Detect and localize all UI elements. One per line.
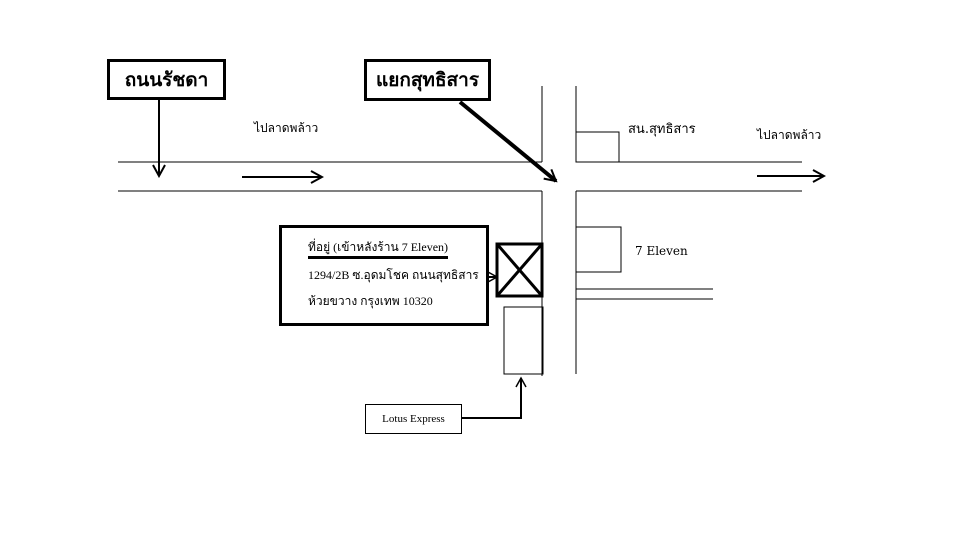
- crossed-box-icon: [495, 242, 544, 298]
- main-road: [118, 161, 802, 192]
- police-station-building: [575, 131, 620, 163]
- ratchada-road-label: ถนนรัชดา: [107, 59, 226, 100]
- lotus-express-text: Lotus Express: [382, 413, 445, 425]
- address-line-1: 1294/2B ซ.อุดมโชค ถนนสุทธิสาร: [308, 268, 479, 282]
- sutthisan-junction-label: แยกสุทธิสาร: [364, 59, 491, 101]
- lotus-express-building: [503, 306, 544, 375]
- seven-eleven-building: [575, 226, 622, 273]
- to-ladprao-left-label: ไปลาดพล้าว: [254, 121, 319, 135]
- arrow-icon: [458, 100, 556, 183]
- police-station-label: สน.สุทธิสาร: [628, 122, 696, 137]
- cross-road-north: [541, 86, 577, 162]
- address-line-2: ห้วยขวาง กรุงเทพ 10320: [308, 294, 433, 308]
- ratchada-road-text: ถนนรัชดา: [124, 69, 209, 91]
- arrow-icon: [462, 376, 527, 419]
- address-title-underline: [308, 256, 448, 259]
- to-ladprao-right-label: ไปลาดพล้าว: [757, 128, 822, 142]
- soi-road: [576, 288, 713, 300]
- lotus-express-label: Lotus Express: [365, 404, 462, 434]
- address-box: ที่อยู่ (เข้าหลังร้าน 7 Eleven) 1294/2B …: [279, 225, 489, 326]
- cross-road-south: [541, 191, 577, 376]
- address-title: ที่อยู่ (เข้าหลังร้าน 7 Eleven): [308, 240, 449, 254]
- sutthisan-junction-text: แยกสุทธิสาร: [375, 70, 480, 91]
- seven-eleven-label: 7 Eleven: [635, 244, 688, 258]
